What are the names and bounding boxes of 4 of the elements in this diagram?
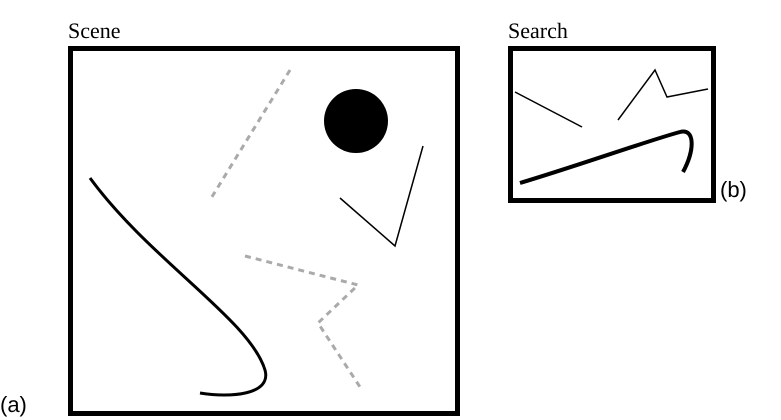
panel-heading: Search (508, 18, 568, 44)
panel-label: (b) (720, 177, 747, 203)
panel-heading: Scene (68, 18, 121, 44)
panel-label: (a) (0, 392, 27, 418)
